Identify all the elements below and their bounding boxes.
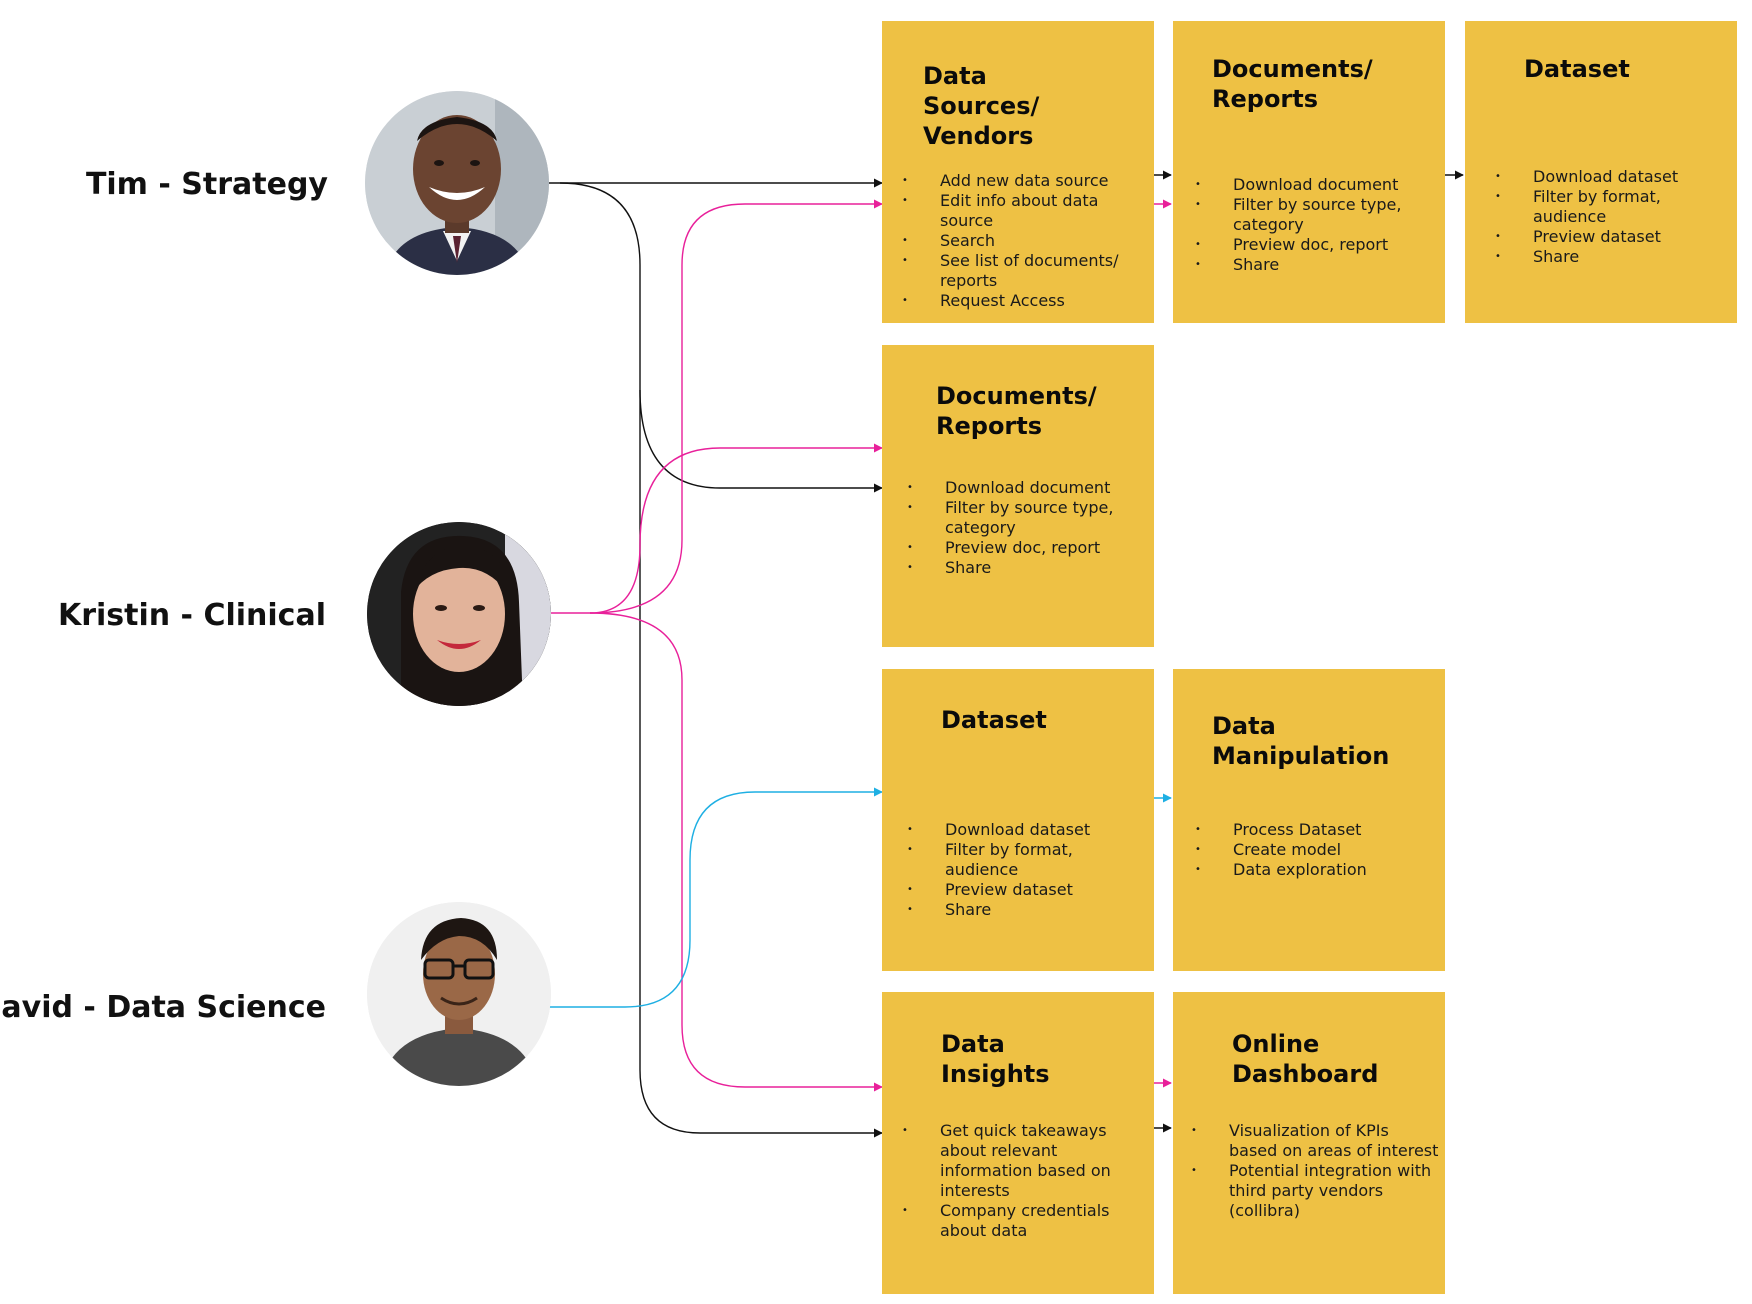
card-items: Process Dataset Create model Data explor… <box>1195 820 1440 880</box>
list-item: Share <box>907 900 1147 920</box>
list-item: Download dataset <box>907 820 1147 840</box>
person-photo-avatar-icon <box>367 522 551 706</box>
card-items: Get quick takeaways about relevant infor… <box>902 1121 1150 1241</box>
list-item: Filter by format, audience <box>1495 187 1731 227</box>
avatar-kristin <box>367 522 551 706</box>
card-data-sources-vendors[interactable]: Data Sources/ Vendors Add new data sourc… <box>882 21 1154 323</box>
list-item: Download dataset <box>1495 167 1731 187</box>
card-title: Documents/ Reports <box>936 382 1097 440</box>
card-title: Dataset <box>941 706 1047 734</box>
card-title: Data Sources/ Vendors <box>923 62 1040 150</box>
list-item: Request Access <box>902 291 1147 311</box>
kristin-to-data-sources-line <box>589 199 883 614</box>
list-item: Filter by source type, category <box>1195 195 1440 235</box>
person-photo-avatar-icon <box>365 91 549 275</box>
list-item: Share <box>1195 255 1440 275</box>
card-data-manipulation[interactable]: Data Manipulation Process Dataset Create… <box>1173 669 1445 971</box>
card-dataset-tim[interactable]: Dataset Download dataset Filter by forma… <box>1465 21 1737 323</box>
list-item: Filter by source type, category <box>907 498 1147 538</box>
avatar-tim <box>365 91 549 275</box>
card-items: Download dataset Filter by format, audie… <box>1495 167 1731 267</box>
card-items: Add new data source Edit info about data… <box>902 171 1147 311</box>
list-item: Download document <box>907 478 1147 498</box>
persona-name-david: David - Data Science <box>0 990 326 1025</box>
list-item: Preview doc, report <box>1195 235 1440 255</box>
list-item: See list of documents/ reports <box>902 251 1147 291</box>
card-title: Dataset <box>1524 55 1630 83</box>
list-item: Process Dataset <box>1195 820 1440 840</box>
list-item: Search <box>902 231 1147 251</box>
tim-to-insights-line <box>639 390 883 1138</box>
card-items: Download document Filter by source type,… <box>1195 175 1440 275</box>
list-item: Share <box>907 558 1147 578</box>
list-item: Company credentials about data <box>902 1201 1150 1241</box>
card-items: Download dataset Filter by format, audie… <box>907 820 1147 920</box>
card-title: Data Manipulation <box>1212 712 1390 770</box>
list-item: Visualization of KPIs based on areas of … <box>1191 1121 1441 1161</box>
list-item: Create model <box>1195 840 1440 860</box>
list-item: Get quick takeaways about relevant infor… <box>902 1121 1150 1201</box>
card-title: Online Dashboard <box>1232 1030 1379 1088</box>
avatar-david <box>367 902 551 1086</box>
list-item: Preview dataset <box>907 880 1147 900</box>
card-items: Visualization of KPIs based on areas of … <box>1191 1121 1441 1221</box>
list-item: Add new data source <box>902 171 1147 191</box>
list-item: Filter by format, audience <box>907 840 1147 880</box>
kristin-to-documents-line <box>589 443 883 614</box>
david-to-dataset-line <box>548 787 883 1008</box>
list-item: Download document <box>1195 175 1440 195</box>
card-dataset-david[interactable]: Dataset Download dataset Filter by forma… <box>882 669 1154 971</box>
card-title: Documents/ Reports <box>1212 55 1373 113</box>
list-item: Edit info about data source <box>902 191 1147 231</box>
list-item: Potential integration with third party v… <box>1191 1161 1441 1221</box>
card-items: Download document Filter by source type,… <box>907 478 1147 578</box>
kristin-to-insights-line <box>589 612 883 1092</box>
list-item: Preview doc, report <box>907 538 1147 558</box>
persona-name-tim: Tim - Strategy <box>85 167 328 202</box>
list-item: Preview dataset <box>1495 227 1731 247</box>
person-photo-avatar-icon <box>367 902 551 1086</box>
tim-to-documents-line <box>559 182 883 493</box>
card-title: Data Insights <box>941 1030 1050 1088</box>
persona-name-kristin: Kristin - Clinical <box>57 598 326 633</box>
list-item: Share <box>1495 247 1731 267</box>
card-documents-reports-tim[interactable]: Documents/ Reports Download document Fil… <box>1173 21 1445 323</box>
card-data-insights[interactable]: Data Insights Get quick takeaways about … <box>882 992 1154 1294</box>
card-online-dashboard[interactable]: Online Dashboard Visualization of KPIs b… <box>1173 992 1445 1294</box>
card-documents-reports-shared[interactable]: Documents/ Reports Download document Fil… <box>882 345 1154 647</box>
list-item: Data exploration <box>1195 860 1440 880</box>
